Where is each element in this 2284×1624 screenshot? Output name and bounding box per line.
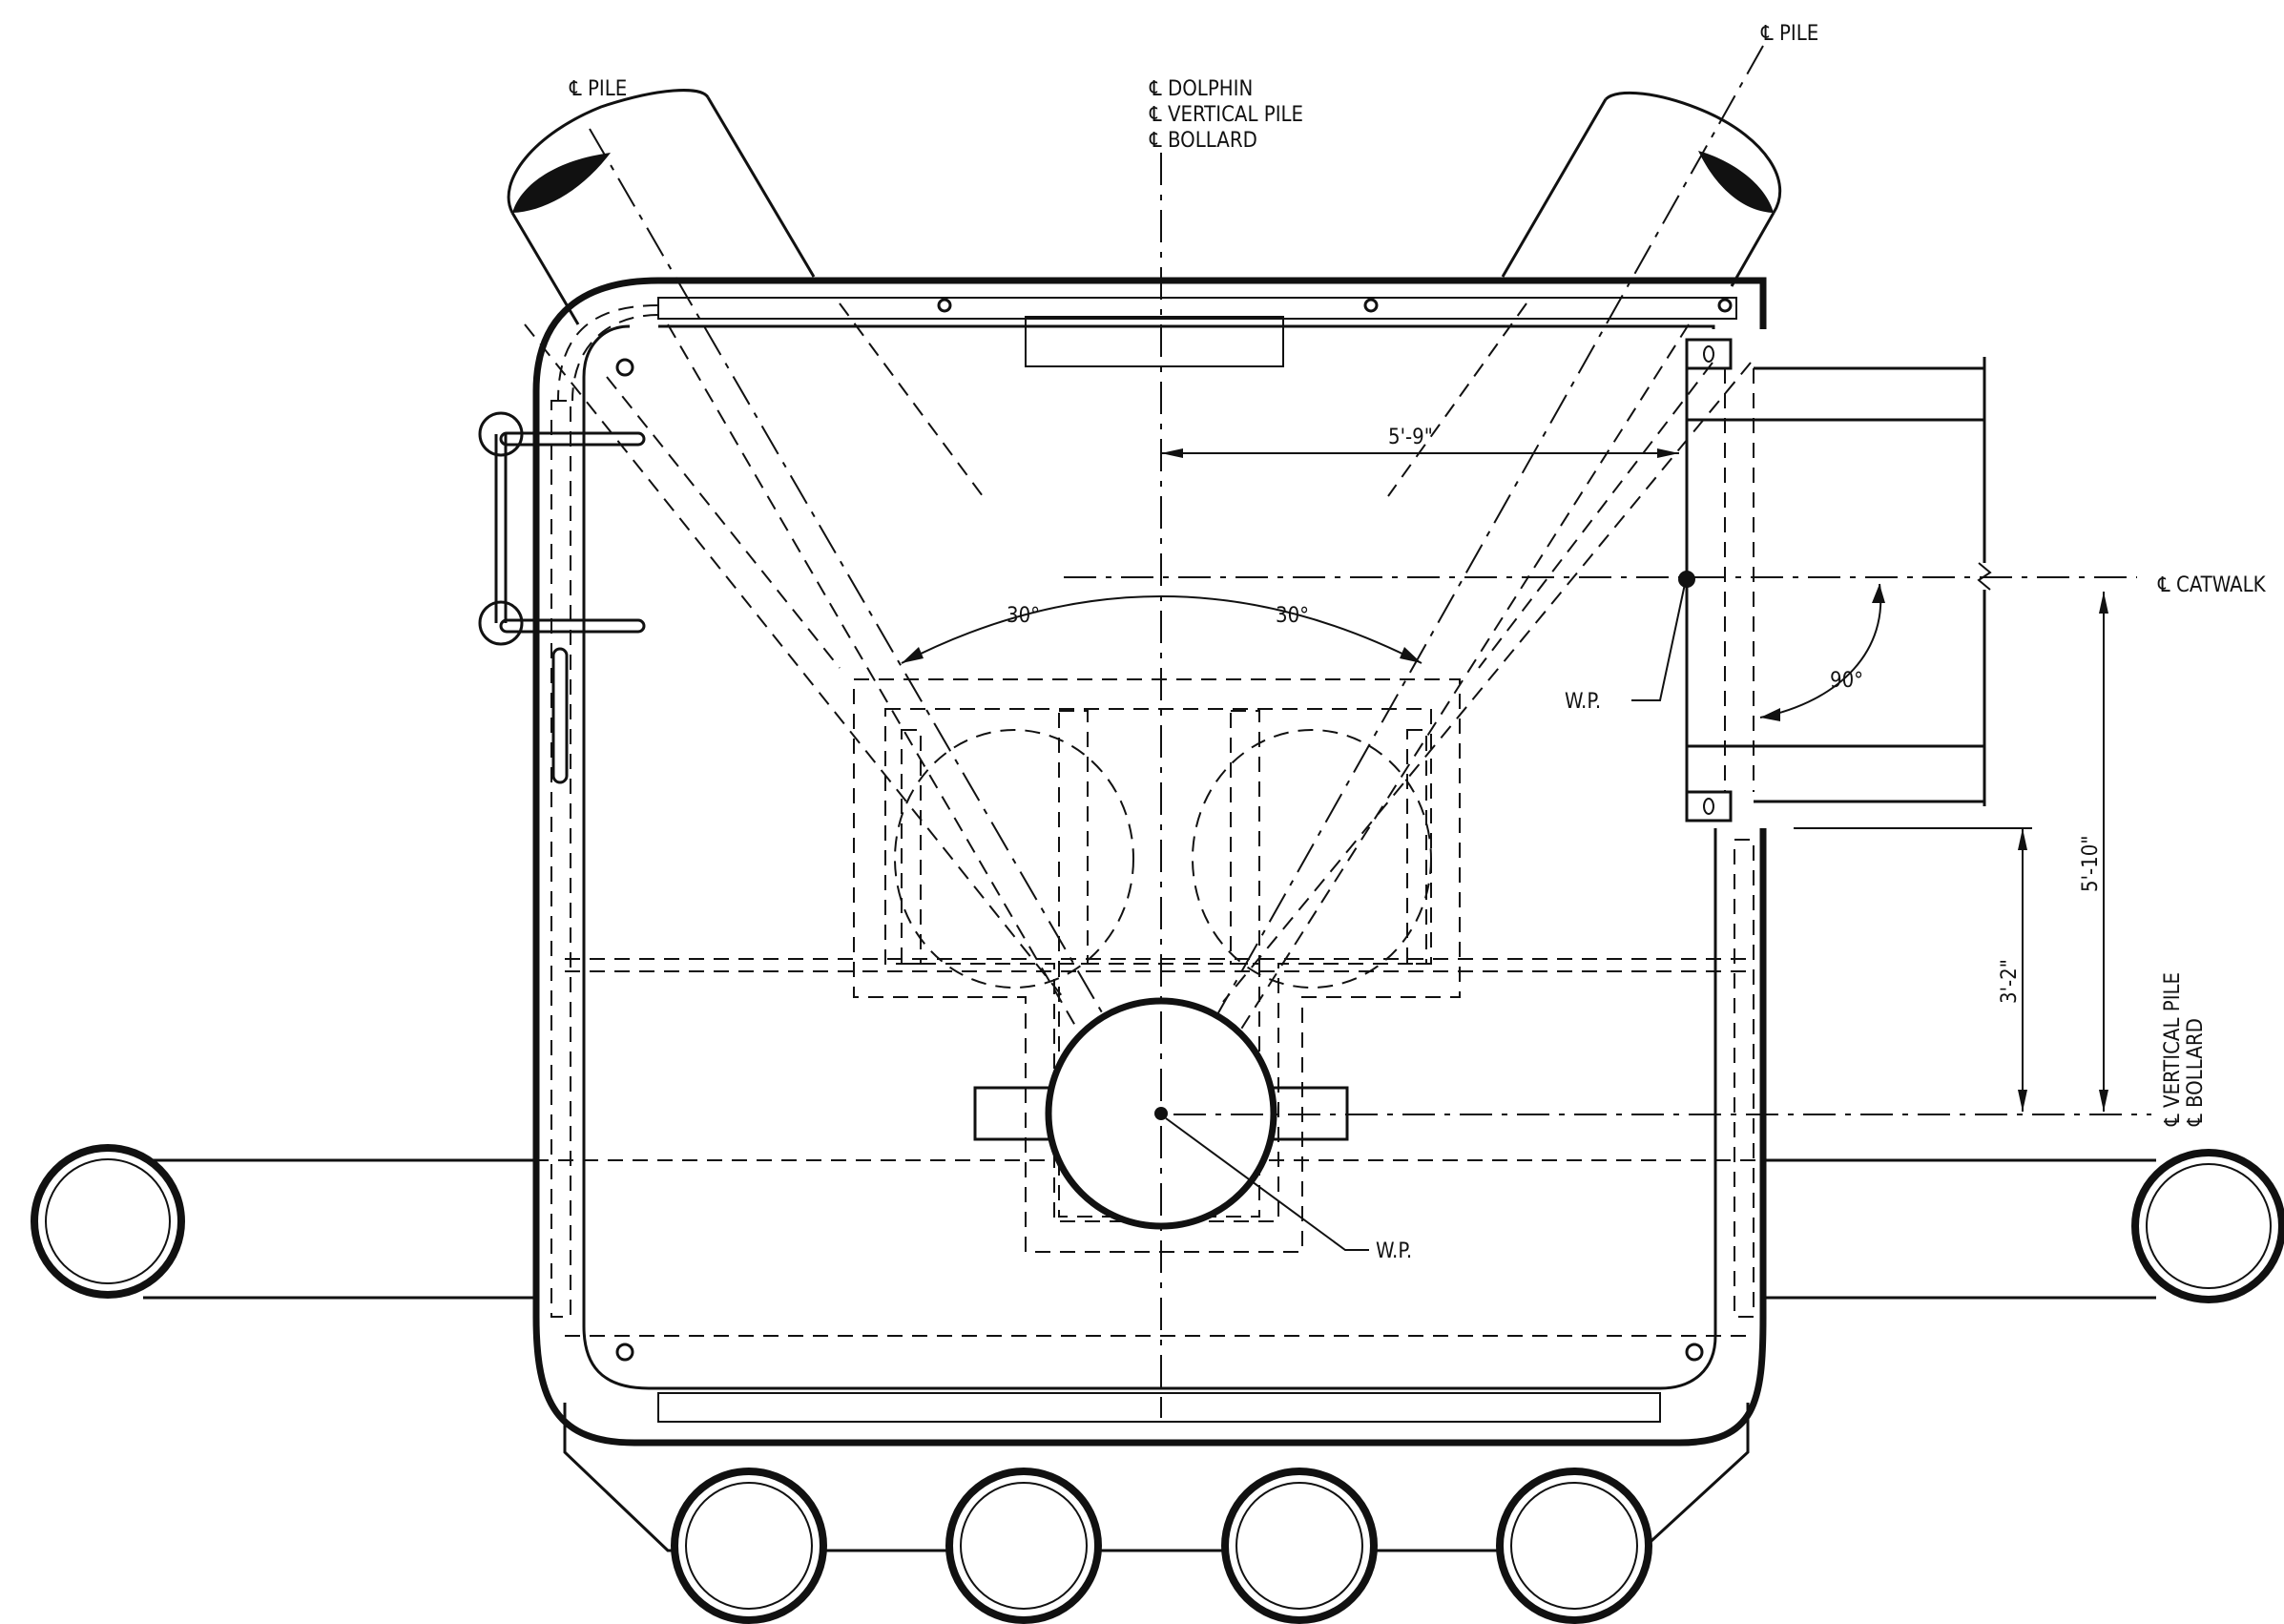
label-cl-bollard: ℄ BOLLARD <box>1149 129 1257 153</box>
fender-pile-3 <box>1221 1468 1378 1624</box>
right-side-pile <box>1763 1149 2284 1303</box>
bottom-fender <box>563 1403 1750 1624</box>
label-side-vertical-pile: ℄ VERTICAL PILE <box>2161 972 2185 1127</box>
label-cl-pile-left: ℄ PILE <box>569 77 627 101</box>
fender-pile-1 <box>671 1468 827 1624</box>
label-cl-catwalk: ℄ CATWALK <box>2157 573 2267 597</box>
label-side-bollard: ℄ BOLLARD <box>2184 1018 2208 1127</box>
catwalk-work-point <box>1678 571 1695 588</box>
left-batter-pile <box>507 89 816 325</box>
labels: ℄ PILE ℄ PILE ℄ DOLPHIN ℄ VERTICAL PILE … <box>569 22 2267 1263</box>
catwalk-bracket <box>1685 338 1992 822</box>
dim-5-9: 5'-9" <box>1161 426 1679 458</box>
fender-pile-2 <box>945 1468 1102 1624</box>
label-wp-catwalk: W.P. <box>1565 690 1601 714</box>
label-cl-dolphin: ℄ DOLPHIN <box>1149 77 1253 101</box>
dim-5-10: 5'-10" <box>2079 592 2108 1112</box>
dim-3-2: 3'-2" <box>1794 827 2032 1112</box>
deck-outline <box>532 277 1767 1447</box>
left-ladder <box>478 411 646 784</box>
wp-leader-bollard <box>1165 1117 1369 1251</box>
top-plate <box>1025 316 1284 367</box>
label-cl-vertical-pile: ℄ VERTICAL PILE <box>1149 103 1303 127</box>
dim-3-2-text: 3'-2" <box>1998 959 2022 1004</box>
dim-30-arc: 30° 30° <box>901 595 1422 664</box>
dashed-framing <box>186 958 2151 1422</box>
wp-leader-catwalk <box>1631 583 1686 701</box>
angle-right-text: 30° <box>1276 604 1309 628</box>
pile-projection-lines <box>524 302 1752 1031</box>
label-cl-pile-right: ℄ PILE <box>1760 22 1818 46</box>
label-wp-bollard: W.P. <box>1376 1239 1412 1263</box>
fender-pile-4 <box>1496 1468 1652 1624</box>
right-batter-pile <box>1501 91 1782 287</box>
bolt-holes <box>615 298 1733 1362</box>
angle-left-text: 30° <box>1007 604 1040 628</box>
dim-90-arc: 90° <box>1759 583 1885 721</box>
corner-rail <box>557 304 659 402</box>
dim-5-9-text: 5'-9" <box>1388 426 1433 449</box>
angle-90-text: 90° <box>1830 669 1863 693</box>
bollard-footings <box>853 678 1461 1253</box>
dim-5-10-text: 5'-10" <box>2079 836 2103 892</box>
left-side-pile <box>31 1144 536 1300</box>
